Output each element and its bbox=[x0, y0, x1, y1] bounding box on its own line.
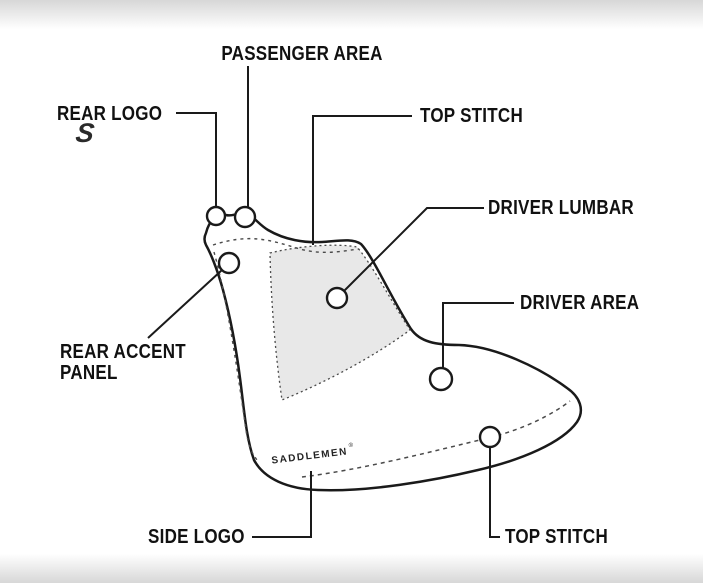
label-top-stitch-top: TOP STITCH bbox=[420, 105, 523, 127]
callout-marker-driver-area bbox=[428, 366, 454, 392]
rear-accent-seam bbox=[213, 251, 258, 461]
seat-outline bbox=[203, 212, 583, 492]
saddlemen-s-logo-icon: S bbox=[73, 118, 97, 148]
callout-marker-passenger-area bbox=[233, 205, 257, 229]
label-rear-accent-panel-line2: PANEL bbox=[60, 362, 118, 384]
callout-line-top-stitch-bottom bbox=[489, 448, 500, 538]
top-stitch-seam bbox=[212, 237, 360, 254]
label-driver-area: DRIVER AREA bbox=[520, 292, 640, 314]
callout-line-rear-accent-panel bbox=[147, 269, 223, 339]
label-passenger-area: PASSENGER AREA bbox=[221, 43, 383, 65]
side-logo-reg-mark: ® bbox=[348, 442, 354, 450]
callout-line-rear-logo bbox=[176, 112, 217, 207]
callout-line-top-stitch-top bbox=[312, 115, 412, 245]
callout-line-side-logo bbox=[252, 471, 312, 538]
callout-marker-rear-accent-panel bbox=[217, 251, 241, 275]
callout-line-driver-lumbar bbox=[343, 207, 484, 292]
callout-marker-driver-lumbar bbox=[325, 286, 349, 310]
callout-line-driver-area bbox=[442, 302, 514, 369]
label-rear-accent-panel-line1: REAR ACCENT bbox=[60, 341, 186, 363]
label-top-stitch-bottom: TOP STITCH bbox=[505, 526, 608, 548]
callout-marker-top-stitch-bottom bbox=[478, 425, 502, 449]
callout-marker-rear-logo bbox=[205, 205, 227, 227]
label-rear-logo: REAR LOGO bbox=[57, 103, 163, 125]
label-side-logo: SIDE LOGO bbox=[148, 526, 245, 548]
label-rear-accent-panel: REAR ACCENT PANEL bbox=[60, 342, 186, 384]
label-driver-lumbar: DRIVER LUMBAR bbox=[488, 197, 634, 219]
bottom-stitch-seam bbox=[301, 400, 571, 478]
backrest-panel bbox=[269, 244, 411, 401]
